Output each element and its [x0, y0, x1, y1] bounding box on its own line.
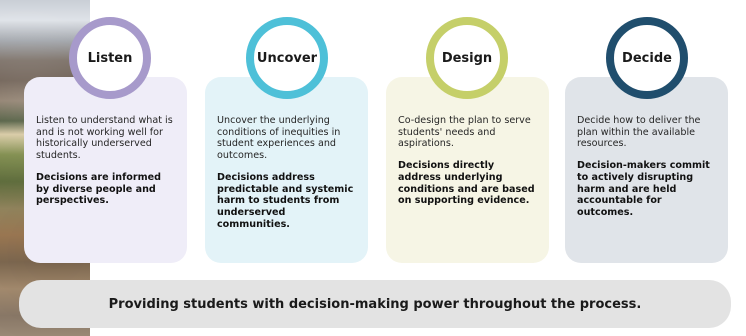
stage-description: Uncover the underlying conditions of ine…: [217, 115, 341, 162]
stage-title: Decide: [622, 50, 672, 66]
footer-text: Providing students with decision-making …: [108, 296, 642, 312]
stage-outcome: Decisions directly address underlying co…: [398, 160, 535, 207]
stage-card-design: Co-design the plan to serve students' ne…: [386, 77, 549, 263]
stage-circle-design: Design: [426, 17, 508, 99]
stage-outcome: Decision-makers commit to actively disru…: [577, 160, 710, 218]
stage-circle-listen: Listen: [69, 17, 151, 99]
stage-outcome: Decisions are informed by diverse people…: [36, 171, 161, 207]
stage-title: Listen: [87, 50, 133, 66]
stage-description: Listen to understand what is and is not …: [36, 115, 173, 162]
stage-circle-decide: Decide: [606, 17, 688, 99]
stage-card-decide: Decide how to deliver the plan within th…: [565, 77, 728, 263]
stage-description: Decide how to deliver the plan within th…: [577, 115, 701, 150]
stage-circle-uncover: Uncover: [246, 17, 328, 99]
stage-outcome: Decisions address predictable and system…: [217, 171, 354, 230]
stage-card-uncover: Uncover the underlying conditions of ine…: [205, 77, 368, 263]
stage-title: Uncover: [256, 50, 318, 66]
stage-title: Design: [441, 50, 493, 66]
footer-banner: Providing students with decision-making …: [19, 280, 731, 328]
stage-card-listen: Listen to understand what is and is not …: [24, 77, 187, 263]
stage-description: Co-design the plan to serve students' ne…: [398, 115, 531, 150]
